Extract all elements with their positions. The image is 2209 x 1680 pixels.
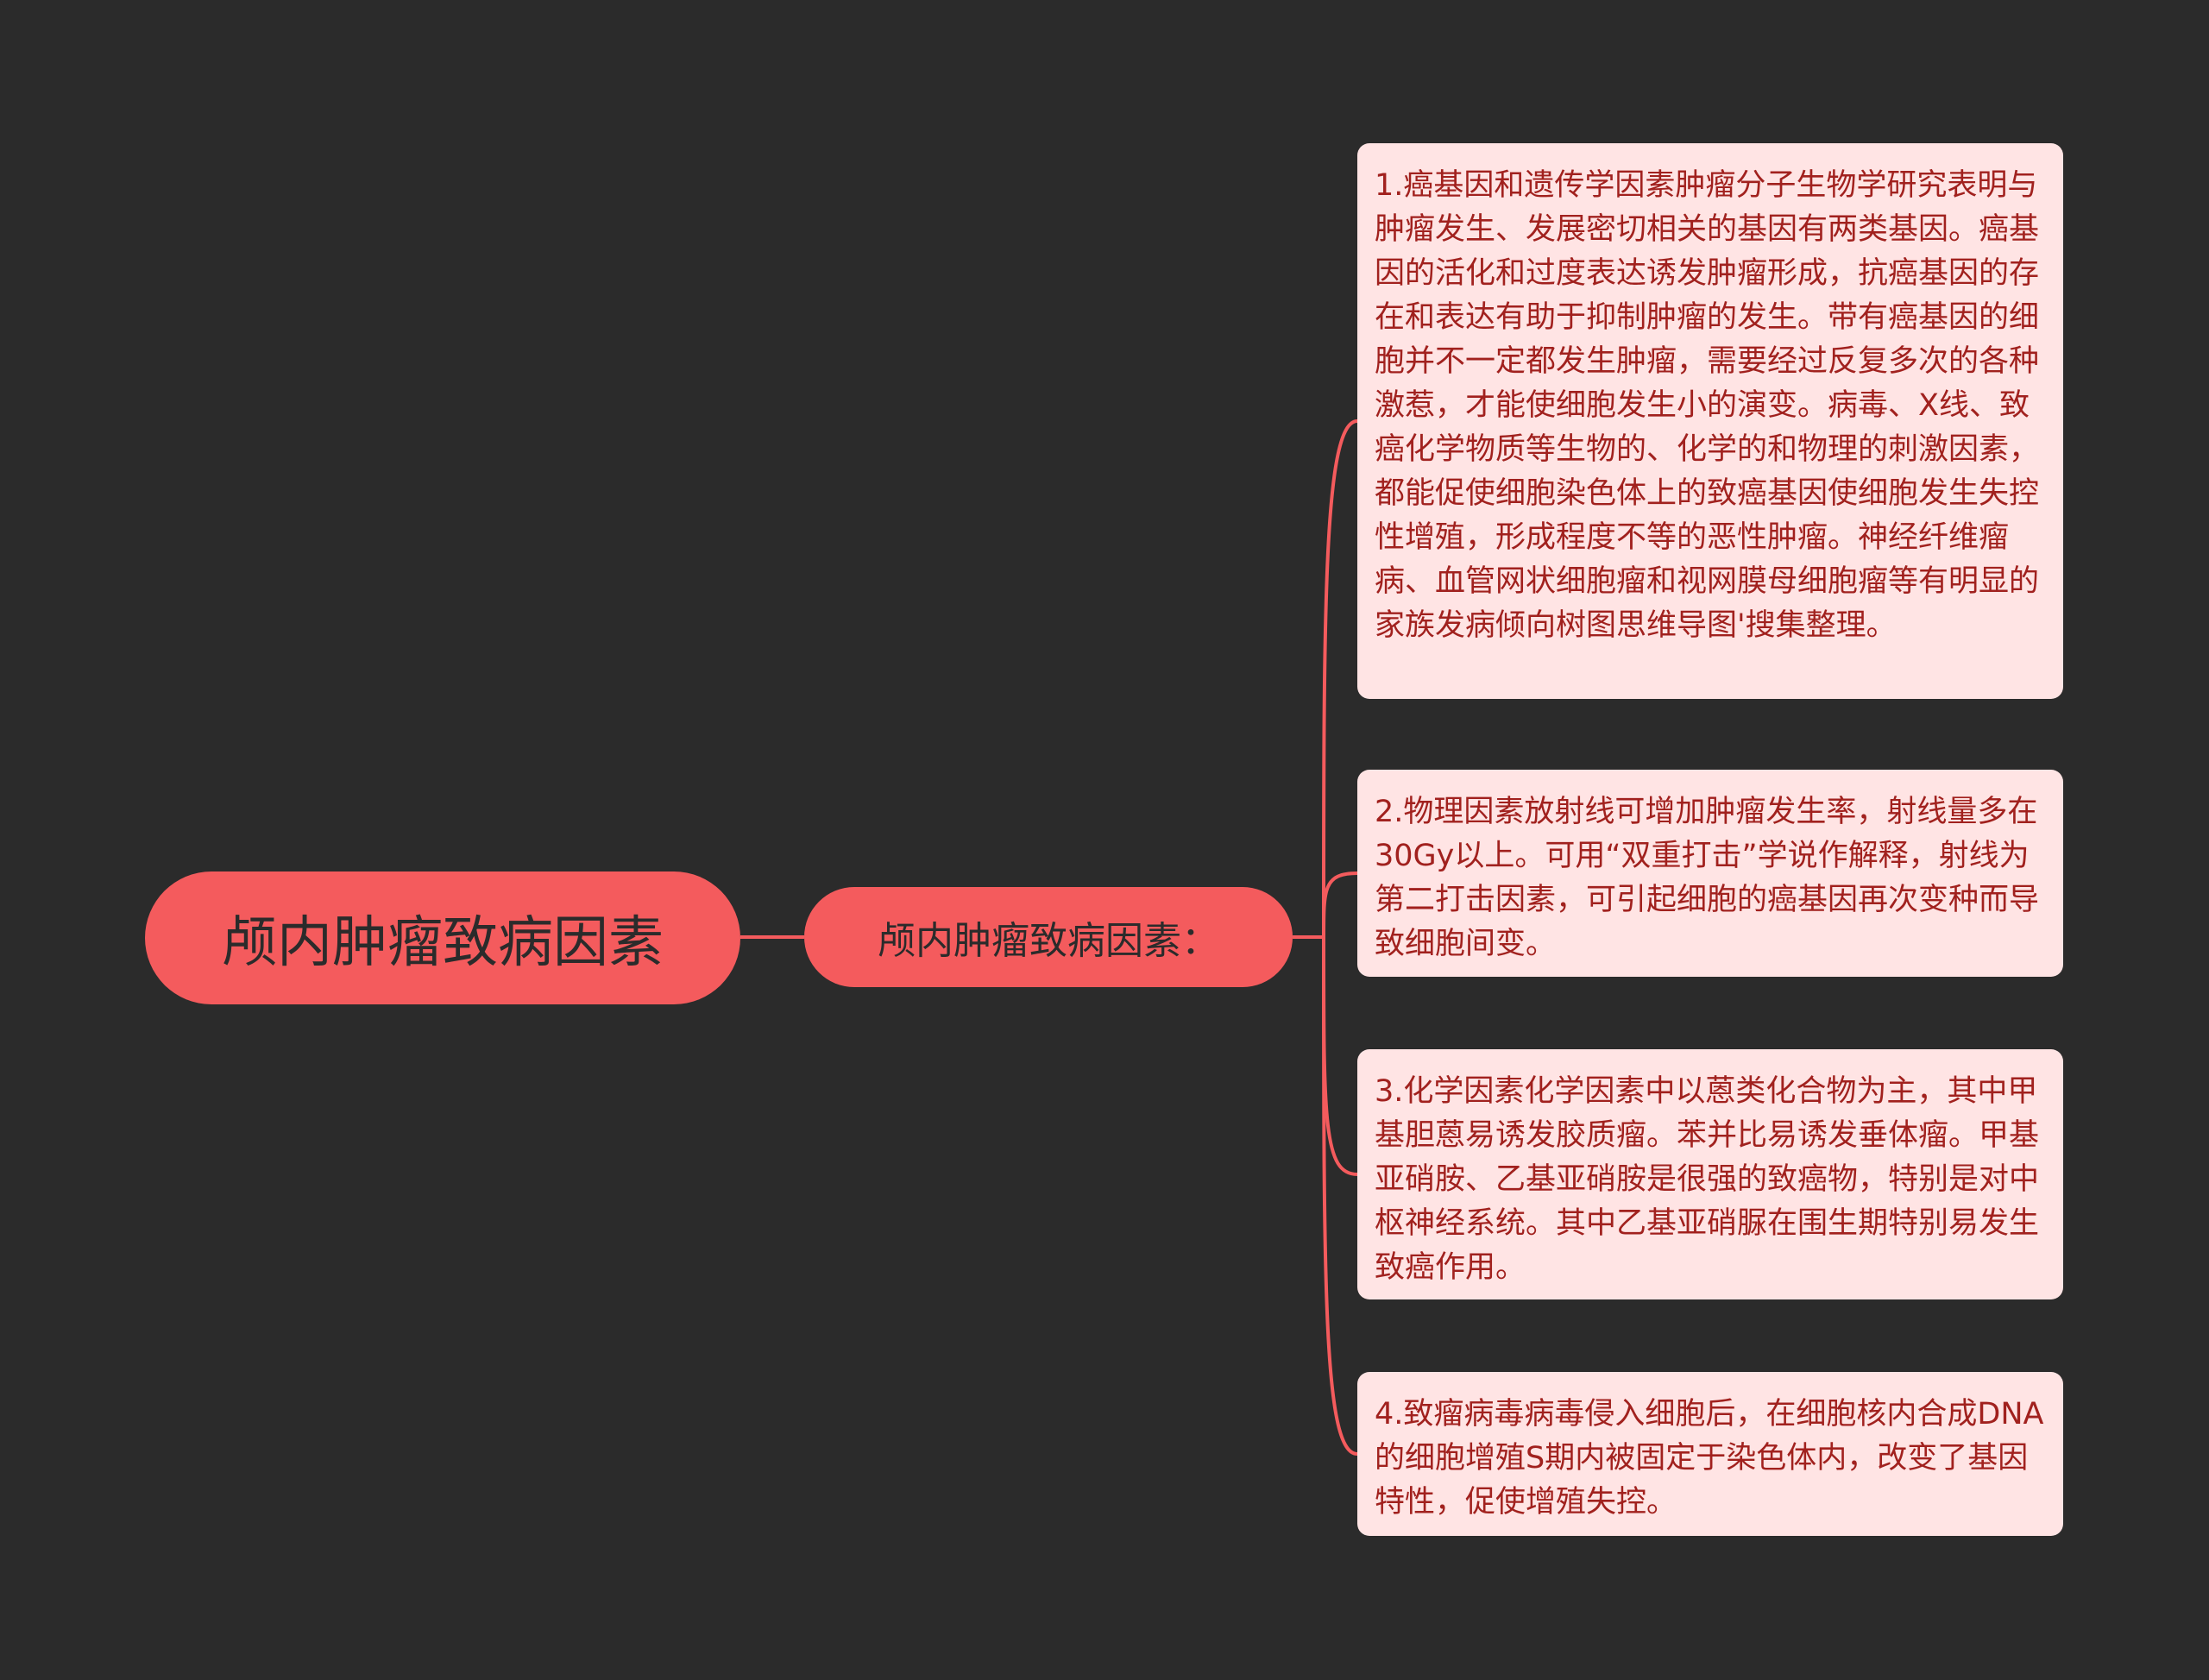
leaf-node-3[interactable]: 3.化学因素化学因素中以蒽类化合物为主，其中甲基胆蒽易诱发胶质瘤。苯并比易诱发垂… — [1357, 1049, 2063, 1299]
leaf-node-2[interactable]: 2.物理因素放射线可增加肿瘤发生率，射线量多在30Gy以上。可用“双重打击”学说… — [1357, 770, 2063, 977]
leaf-3-connector — [1322, 936, 1358, 1176]
leaf-node-4[interactable]: 4.致瘤病毒病毒侵入细胞后，在细胞核内合成DNA的细胞增殖S期内被固定于染色体内… — [1357, 1372, 2063, 1536]
leaf-node-1-text: 1.癌基因和遗传学因素肿瘤分子生物学研究表明与肿瘤发生、发展密切相关的基因有两类… — [1375, 168, 2040, 643]
branch-node-label: 颅内肿瘤致病因素： — [878, 919, 1219, 963]
root-node[interactable]: 颅内肿瘤致病因素 — [145, 871, 740, 1004]
leaf-node-2-text: 2.物理因素放射线可增加肿瘤发生率，射线量多在30Gy以上。可用“双重打击”学说… — [1375, 795, 2040, 961]
leaf-1-connector — [1322, 419, 1358, 938]
leaf-node-1[interactable]: 1.癌基因和遗传学因素肿瘤分子生物学研究表明与肿瘤发生、发展密切相关的基因有两类… — [1357, 143, 2063, 699]
root-node-label: 颅内肿瘤致病因素 — [222, 911, 664, 975]
leaf-2-connector — [1322, 871, 1358, 938]
leaf-4-connector — [1322, 936, 1358, 1456]
leaf-node-3-text: 3.化学因素化学因素中以蒽类化合物为主，其中甲基胆蒽易诱发胶质瘤。苯并比易诱发垂… — [1375, 1074, 2040, 1285]
branch-node[interactable]: 颅内肿瘤致病因素： — [804, 887, 1293, 987]
leaf-node-4-text: 4.致瘤病毒病毒侵入细胞后，在细胞核内合成DNA的细胞增殖S期内被固定于染色体内… — [1375, 1397, 2044, 1520]
